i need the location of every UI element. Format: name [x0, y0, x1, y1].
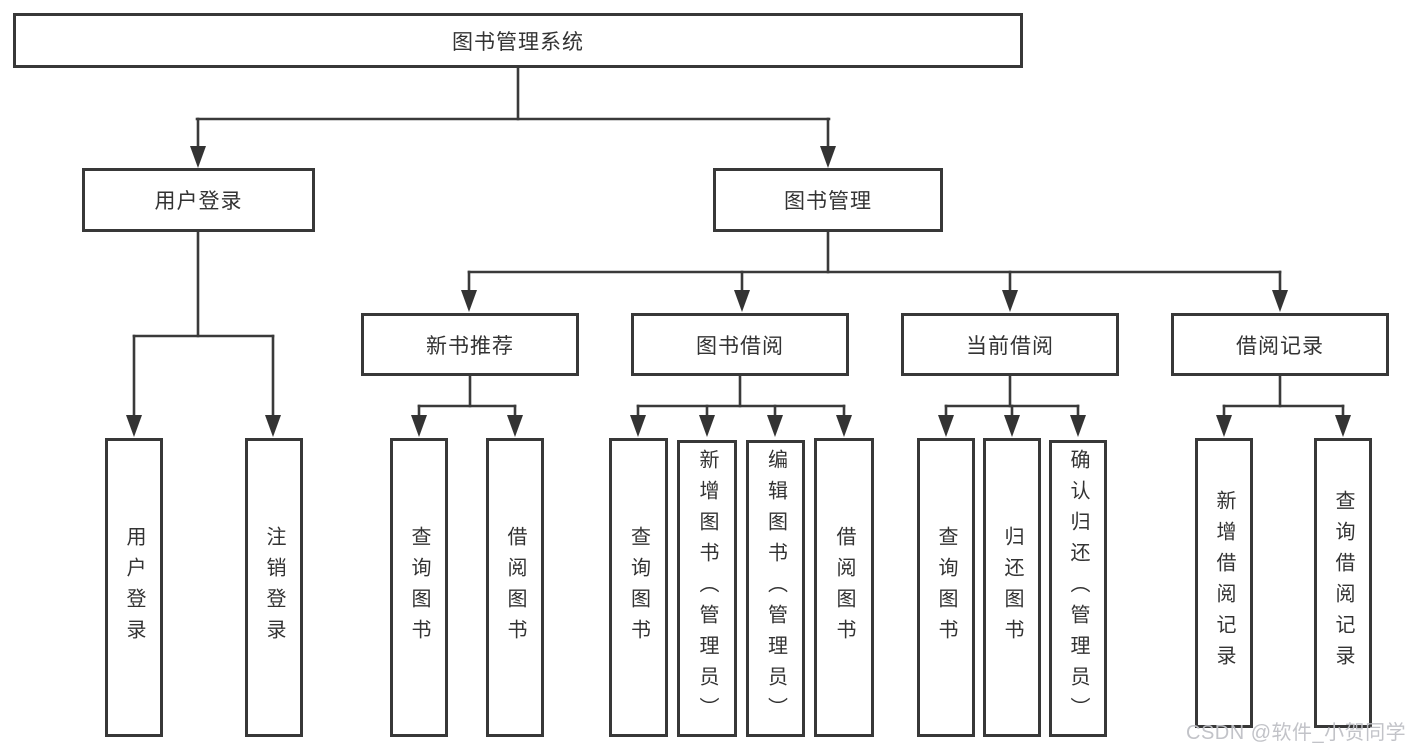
watermark: CSDN @软件_小贺同学 — [1186, 722, 1405, 744]
node-return-books-label: 归还图书 — [1001, 525, 1023, 650]
node-add-book-admin-label: 新增图书（管理员） — [696, 449, 718, 728]
node-borrow-books-label: 借阅图书 — [833, 525, 855, 650]
arrowhead-icon — [1335, 415, 1351, 437]
node-borrow-records-label: 借阅记录 — [1236, 334, 1324, 358]
arrowhead-icon — [938, 415, 954, 437]
node-new-book-recommend-label: 新书推荐 — [426, 334, 514, 358]
arrowhead-icon — [1070, 415, 1086, 437]
node-book-borrow: 图书借阅 — [631, 313, 849, 376]
arrowhead-icon — [767, 415, 783, 437]
node-book-management: 图书管理 — [713, 168, 943, 232]
node-edit-book-admin-label: 编辑图书（管理员） — [764, 449, 787, 728]
node-current-query-books: 查询图书 — [917, 438, 975, 737]
node-new-book-recommend: 新书推荐 — [361, 313, 579, 376]
node-current-query-books-label: 查询图书 — [935, 525, 957, 650]
node-logout-action: 注销登录 — [245, 438, 303, 737]
arrowhead-icon — [265, 415, 281, 437]
node-newbook-borrow-books-label: 借阅图书 — [504, 525, 526, 650]
arrowhead-icon — [630, 415, 646, 437]
node-add-book-admin: 新增图书（管理员） — [677, 440, 737, 737]
node-root: 图书管理系统 — [13, 13, 1023, 68]
node-confirm-return-admin-label: 确认归还（管理员） — [1067, 449, 1089, 728]
node-current-borrow-label: 当前借阅 — [966, 334, 1054, 358]
node-newbook-query-books: 查询图书 — [390, 438, 448, 737]
node-confirm-return-admin: 确认归还（管理员） — [1049, 440, 1107, 737]
node-root-label: 图书管理系统 — [452, 30, 584, 54]
node-edit-book-admin: 编辑图书（管理员） — [746, 440, 805, 737]
arrowhead-icon — [126, 415, 142, 437]
node-borrow-query-books-label: 查询图书 — [627, 525, 650, 650]
node-current-borrow: 当前借阅 — [901, 313, 1119, 376]
node-user-login-action-label: 用户登录 — [123, 525, 145, 650]
arrowhead-icon — [699, 415, 715, 437]
node-add-borrow-record-label: 新增借阅记录 — [1213, 490, 1235, 676]
node-logout-action-label: 注销登录 — [263, 525, 285, 650]
arrowhead-icon — [820, 146, 836, 168]
node-return-books: 归还图书 — [983, 438, 1041, 737]
node-newbook-borrow-books: 借阅图书 — [486, 438, 544, 737]
node-user-login-action: 用户登录 — [105, 438, 163, 737]
node-user-login: 用户登录 — [82, 168, 315, 232]
arrowhead-icon — [1002, 290, 1018, 312]
arrowhead-icon — [411, 415, 427, 437]
arrowhead-icon — [734, 290, 750, 312]
arrowhead-icon — [1272, 290, 1288, 312]
node-query-borrow-record-label: 查询借阅记录 — [1332, 490, 1354, 676]
node-query-borrow-record: 查询借阅记录 — [1314, 438, 1372, 728]
node-borrow-records: 借阅记录 — [1171, 313, 1389, 376]
node-borrow-books: 借阅图书 — [814, 438, 874, 737]
node-book-borrow-label: 图书借阅 — [696, 334, 784, 358]
arrowhead-icon — [1004, 415, 1020, 437]
arrowhead-icon — [190, 146, 206, 168]
arrowhead-icon — [507, 415, 523, 437]
node-user-login-label: 用户登录 — [154, 190, 243, 213]
arrowhead-icon — [461, 290, 477, 312]
node-newbook-query-books-label: 查询图书 — [408, 525, 430, 650]
arrowhead-icon — [836, 415, 852, 437]
node-add-borrow-record: 新增借阅记录 — [1195, 438, 1253, 728]
node-book-management-label: 图书管理 — [784, 190, 872, 213]
arrowhead-icon — [1216, 415, 1232, 437]
node-borrow-query-books: 查询图书 — [609, 438, 668, 737]
